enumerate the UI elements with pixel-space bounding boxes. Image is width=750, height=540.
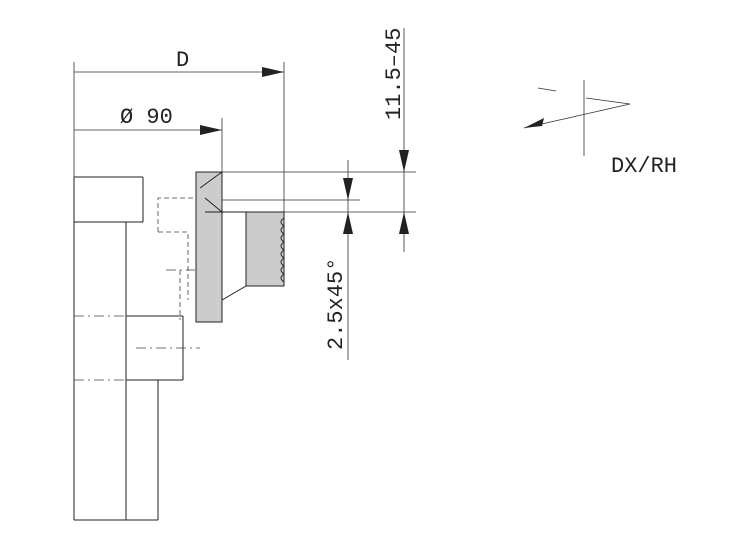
dimension-bore-label: Ø 90: [120, 105, 173, 130]
rotation-direction-icon: [523, 80, 631, 156]
dimension-height: [222, 28, 416, 252]
direction-label: DX/RH: [611, 154, 677, 179]
dimension-D: [73, 62, 285, 212]
dimension-chamfer: [222, 160, 360, 360]
cutter-knife: [204, 197, 285, 301]
dimension-bore: [74, 118, 223, 172]
spindle-body: [73, 176, 200, 521]
cutter-body: [195, 171, 223, 323]
dimension-chamfer-label: 2.5x45°: [324, 258, 349, 350]
dimension-height-label: 11.5–45: [382, 28, 407, 120]
dimension-D-label: D: [176, 48, 189, 73]
